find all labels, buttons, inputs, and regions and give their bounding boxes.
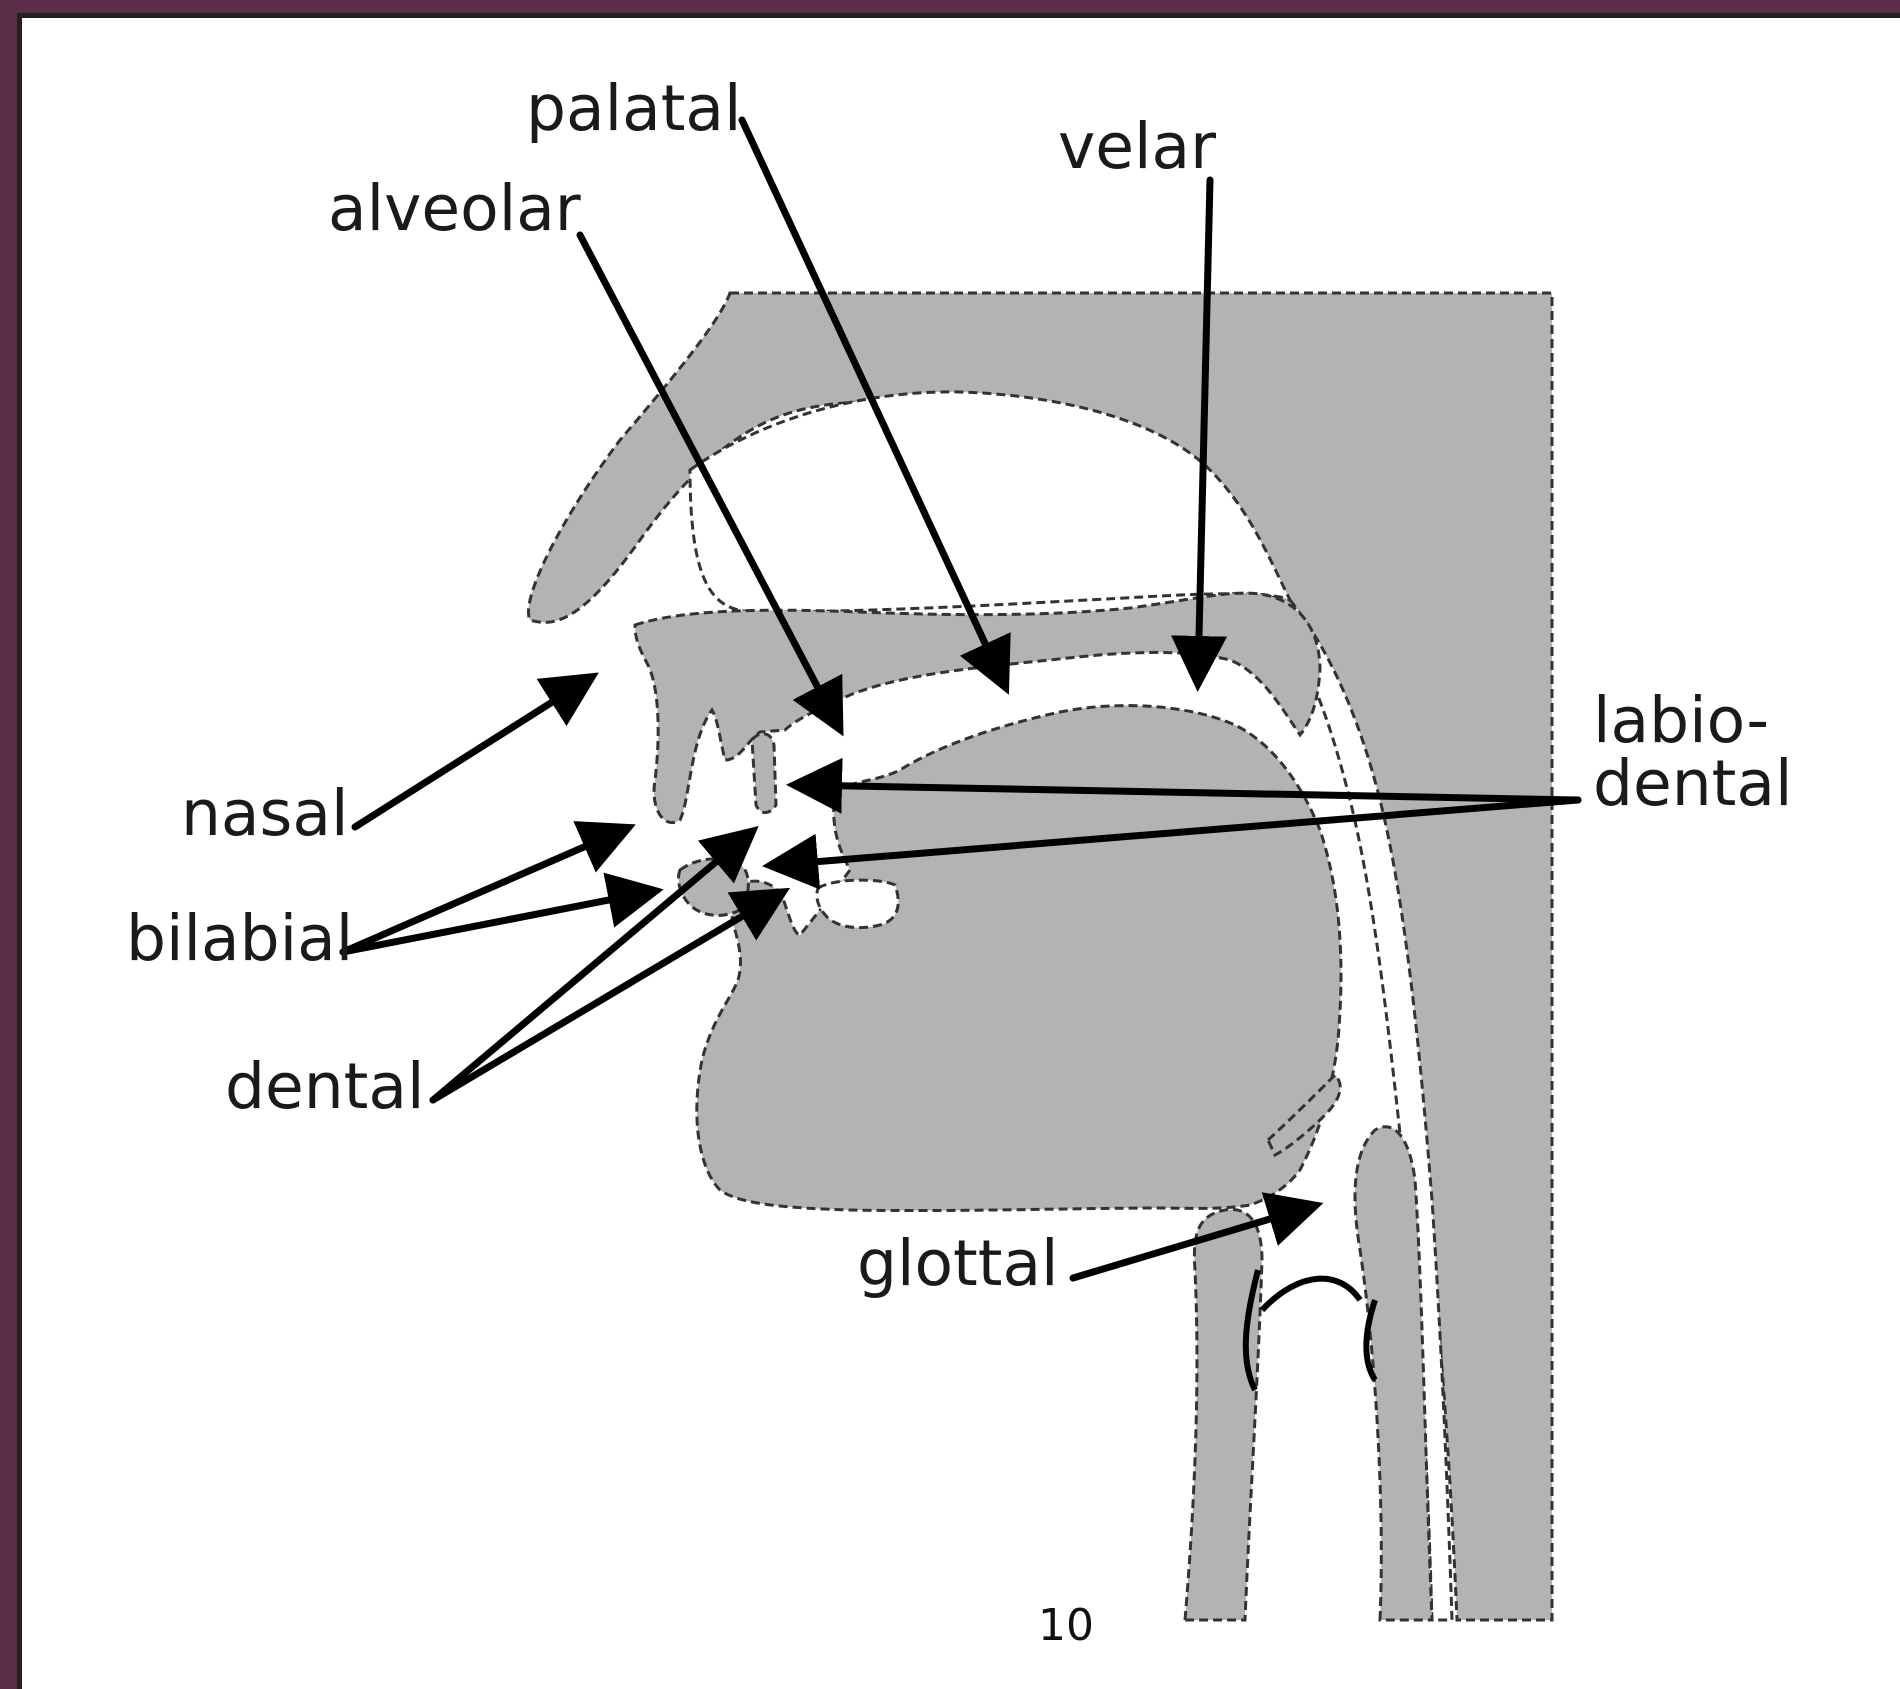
- label-velar: velar: [1058, 110, 1216, 183]
- label-alveolar: alveolar: [328, 172, 581, 245]
- label-nasal: nasal: [181, 777, 348, 850]
- page-number: 10: [1038, 1600, 1094, 1651]
- upper-teeth: [752, 734, 776, 813]
- bilabial-arrow-lower: [343, 892, 650, 952]
- vocal-folds: [1246, 1270, 1375, 1390]
- label-bilabial: bilabial: [126, 902, 353, 975]
- trachea: [1185, 1209, 1262, 1620]
- label-palatal: palatal: [526, 72, 742, 145]
- label-labio-dental-line2: dental: [1593, 747, 1793, 820]
- dental-arrow-upper: [433, 835, 748, 1100]
- bilabial-arrow-upper: [343, 830, 623, 952]
- label-dental: dental: [225, 1050, 425, 1123]
- tongue-and-jaw: [697, 706, 1341, 1211]
- glottal-arrow: [1073, 1207, 1310, 1278]
- label-glottal: glottal: [857, 1227, 1059, 1300]
- nasal-arrow: [355, 680, 587, 827]
